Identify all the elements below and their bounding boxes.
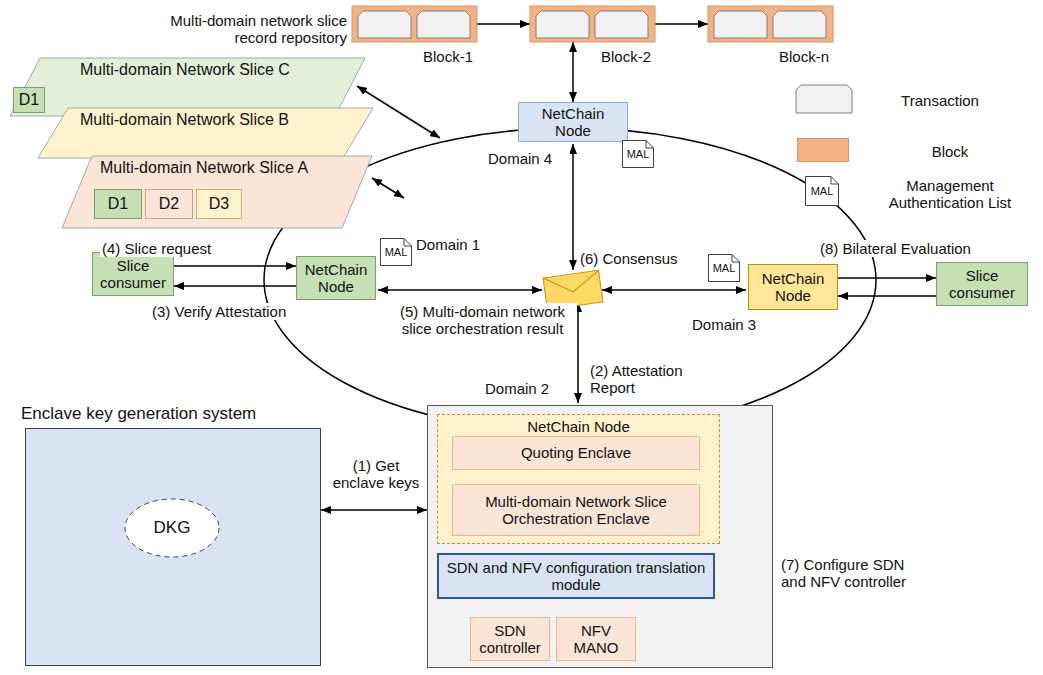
enclave-box: Quoting Enclave [452, 436, 700, 470]
legend-icon-text: MAL [811, 185, 834, 198]
connector-arrow [838, 295, 936, 297]
slice-link [372, 178, 404, 198]
slice-band: Multi-domain Network Slice B [38, 108, 373, 158]
annotation-label: (6) Consensus [578, 250, 692, 267]
key-system-panel: Enclave key generation systemDKG [25, 428, 321, 666]
connector-arrow [477, 23, 530, 25]
connector-arrow [174, 285, 296, 287]
annotation-label: (7) Configure SDN and NFV controller [779, 556, 911, 591]
node-text: Enclave key generation system [21, 404, 256, 424]
legend-text: Block [900, 143, 1000, 160]
annotation-label: Domain 4 [486, 150, 570, 167]
node-text: NetChain Node [438, 415, 719, 435]
netchain-node: NetChain Node [296, 256, 376, 300]
connector-arrow [321, 509, 427, 511]
node-text: D1 [108, 195, 128, 213]
node-text: DKG [154, 518, 191, 538]
controller-box: SDN controller [470, 617, 550, 661]
node-outline [352, 6, 477, 42]
controller-box: NFV MANO [556, 617, 636, 661]
mal-document: MAL [622, 140, 654, 168]
consumer-box: Slice consumer [92, 252, 174, 296]
annotation-label: (5) Multi-domain network slice orchestra… [388, 303, 577, 338]
node-text: MAL [627, 148, 650, 161]
edge-label: (8) Bilateral Evaluation [818, 240, 992, 257]
node-outline [708, 6, 833, 42]
attestation-link [577, 302, 579, 403]
netchain-enclave-group: NetChain NodeQuoting EnclaveMulti-domain… [437, 414, 720, 544]
edge-label: (1) Get enclave keys [326, 457, 426, 492]
node-text: SDN controller [476, 622, 544, 657]
annotation-label: Domain 3 [690, 316, 774, 333]
node-outline [530, 6, 655, 42]
legend-text: Transaction [880, 92, 1000, 109]
slice-band: Multi-domain Network Slice A D1 D2 D3 [62, 156, 372, 228]
node-text: Multi-domain Network Slice A [62, 156, 372, 177]
consumer-box: Slice consumer [936, 262, 1028, 306]
node-text: Block-1 [423, 48, 473, 65]
annotation-label: (2) Attestation Report [588, 362, 704, 397]
node-text: Slice consumer [98, 257, 168, 292]
edge-label: (3) Verify Attestation [150, 303, 302, 320]
node-text: Domain 2 [485, 380, 549, 397]
node-text: SDN and NFV configuration translation mo… [444, 559, 708, 594]
node-text: Multi-domain Network Slice C [10, 58, 365, 79]
node-text: NetChain Node [524, 105, 622, 140]
connector-arrow [572, 42, 574, 102]
node-text: Block-2 [601, 48, 651, 65]
edge-label: (4) Slice request [100, 240, 234, 257]
node-text: Block-n [779, 48, 829, 65]
domain-panel: Domain 2NetChain NodeQuoting EnclaveMult… [427, 405, 773, 668]
enclave-box: Multi-domain Network Slice Orchestration… [452, 484, 700, 536]
domain-tag: D2 [145, 189, 193, 219]
mal-document: MAL [708, 254, 740, 282]
connector-arrow [174, 265, 296, 267]
domain-tag: D1 [13, 87, 45, 113]
legend-swatch [795, 84, 853, 114]
ledger-block: Block-n [708, 6, 833, 42]
domain-tag: D1 [94, 189, 142, 219]
ledger-block: Block-1 [352, 6, 477, 42]
slice-band: Multi-domain Network Slice C D1 [10, 58, 365, 116]
consensus-link [572, 144, 574, 270]
node-text: NetChain Node [302, 261, 370, 296]
node-text: Slice consumer [942, 267, 1022, 302]
node-text: NFV MANO [562, 622, 630, 657]
node-text: D2 [159, 195, 179, 213]
legend-text: Management Authentication List [868, 177, 1032, 212]
legend-swatch: MAL [805, 176, 839, 206]
node-text: Quoting Enclave [521, 444, 631, 461]
connector-arrow [838, 277, 936, 279]
dkg-ellipse: DKG [124, 498, 220, 558]
connector-arrow [655, 23, 708, 25]
swatch-shape [797, 138, 849, 162]
consensus-link [378, 289, 542, 291]
annotation-label: Domain 1 [414, 236, 498, 253]
node-text: MAL [713, 262, 736, 275]
legend-swatch [797, 138, 849, 162]
ledger-block: Block-2 [530, 6, 655, 42]
node-text: Multi-domain Network Slice Orchestration… [458, 493, 694, 528]
netchain-node: NetChain Node [748, 264, 838, 310]
domain-tag: D3 [196, 189, 242, 219]
node-text: MAL [385, 246, 408, 259]
translation-module: SDN and NFV configuration translation mo… [437, 553, 715, 599]
swatch-shape [795, 84, 853, 114]
node-text: D3 [209, 195, 229, 213]
netchain-node: NetChain Node [518, 102, 628, 142]
consensus-link [602, 289, 746, 291]
node-text: Multi-domain Network Slice B [38, 108, 373, 129]
node-text: D1 [19, 91, 39, 109]
mal-document: MAL [380, 238, 412, 266]
annotation-label: Multi-domain network slice record reposi… [150, 12, 349, 47]
node-text: NetChain Node [754, 270, 832, 305]
